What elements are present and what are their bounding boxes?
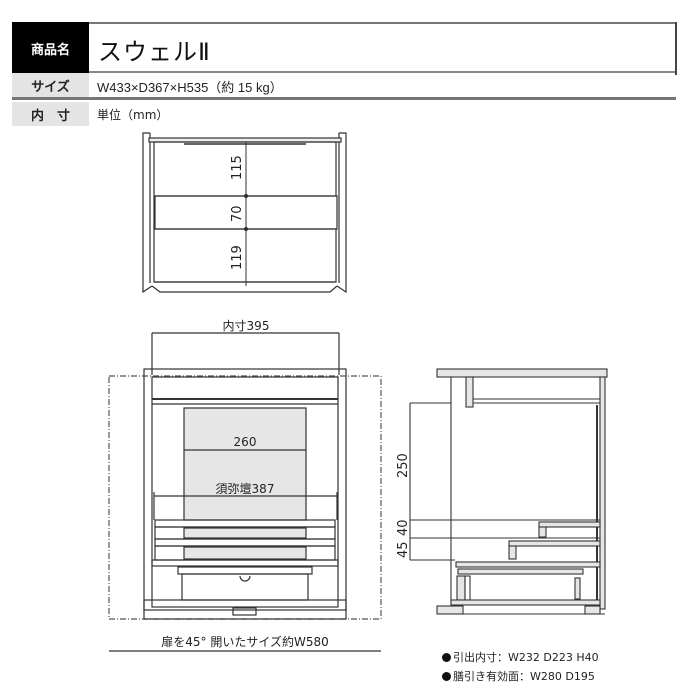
product-name-label: 商品名 (12, 22, 89, 75)
unit-value: 単位（mm） (97, 108, 169, 122)
top-dim-119: 119 (230, 245, 245, 270)
inner-width-label: 内寸395 (223, 319, 270, 333)
size-label: サイズ (12, 73, 89, 97)
inner-dimension-label: 内 寸 (12, 102, 89, 126)
size-value: W433×D367×H535（約 15 kg） (97, 80, 283, 95)
note-drawer: 引出内寸：W232 D223 H40 (442, 648, 599, 667)
top-dim-70: 70 (230, 205, 245, 222)
open-size-label: 扉を45° 開いたサイズ約W580 (161, 634, 329, 649)
top-dim-115: 115 (230, 155, 245, 180)
dim-260-label: 260 (234, 435, 257, 449)
shumidan-label: 須弥壇387 (216, 481, 275, 496)
product-name-row: 商品名 スウェルⅡ (12, 22, 677, 75)
side-dim-250: 250 (396, 453, 411, 478)
bullet-icon (442, 672, 451, 681)
note-tray: 膳引き有効面：W280 D195 (442, 667, 599, 686)
side-dim-45: 45 (396, 541, 411, 558)
size-row: サイズ W433×D367×H535（約 15 kg） (12, 73, 676, 100)
side-dim-40: 40 (396, 519, 411, 536)
bullet-icon (442, 653, 451, 662)
notes: 引出内寸：W232 D223 H40 膳引き有効面：W280 D195 (442, 648, 599, 686)
product-name-value: スウェルⅡ (98, 38, 211, 66)
row-border (675, 22, 677, 75)
inner-dimension-row: 内 寸 単位（mm） (12, 102, 676, 126)
